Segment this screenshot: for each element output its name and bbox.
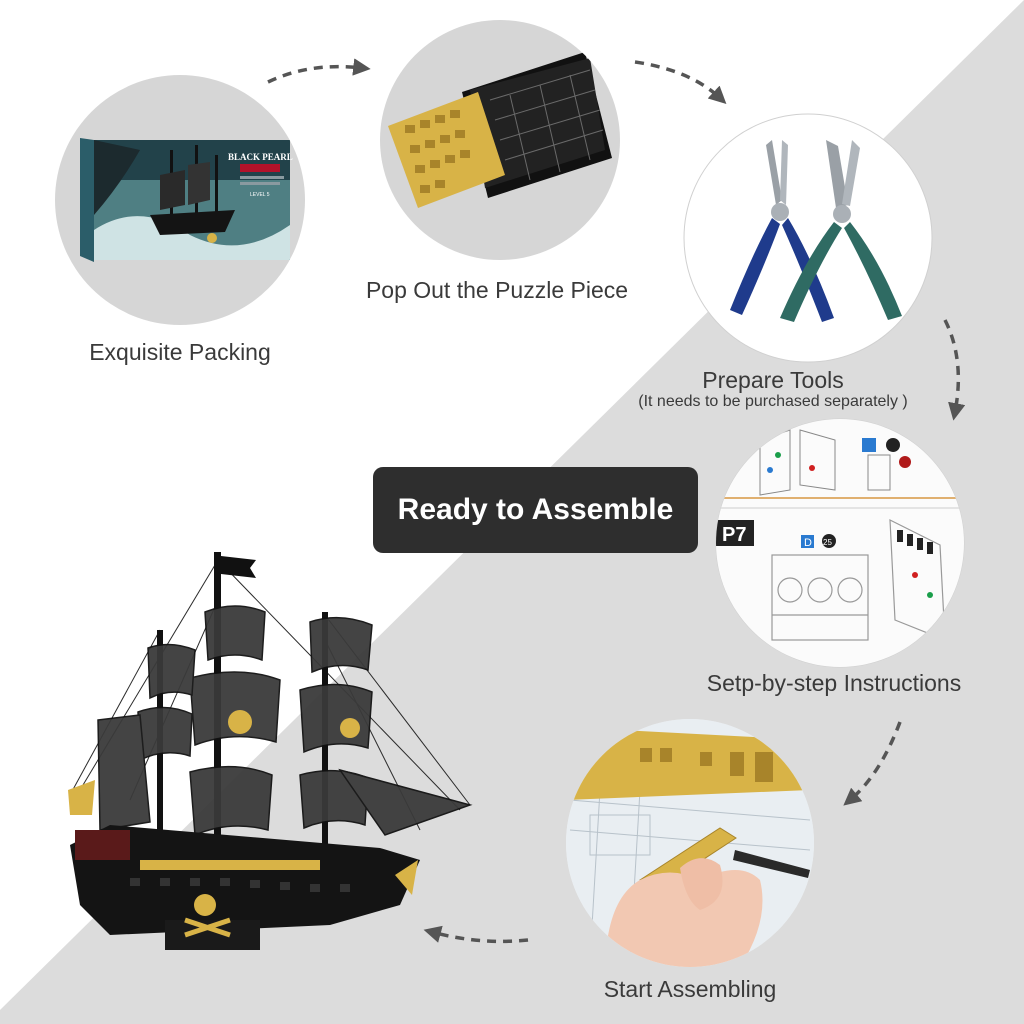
box-title: BLACK PEARL <box>228 152 293 162</box>
ready-to-assemble-badge: Ready to Assemble <box>373 467 698 553</box>
step-4-label: Setp-by-step Instructions <box>707 670 961 696</box>
pliers-icon <box>730 140 902 322</box>
step-2-image-metal-sheets <box>380 20 620 260</box>
instruction-page-number: P7 <box>722 524 746 546</box>
box-level-text: LEVEL 5 <box>250 192 270 198</box>
arrow-step-3-to-4 <box>943 319 966 421</box>
step-3-label: Prepare Tools <box>702 367 844 393</box>
step-2-label: Pop Out the Puzzle Piece <box>366 277 628 303</box>
instruction-part-letter: D <box>804 537 812 549</box>
pirate-flag <box>221 556 256 578</box>
ready-to-assemble-label: Ready to Assemble <box>397 493 674 526</box>
arrow-step-1-to-2 <box>267 58 371 84</box>
step-1-image-packaging: BLACK PEARL LEVEL 5 <box>55 75 305 325</box>
step-5-image-assembling <box>566 719 814 967</box>
step-3-note: (It needs to be purchased separately ) <box>638 393 908 410</box>
hand-fingers <box>605 870 763 967</box>
assembled-ship-model <box>68 552 473 950</box>
instruction-part-number: 25 <box>823 538 832 547</box>
arrow-step-2-to-3 <box>634 60 727 104</box>
arrow-step-4-to-5 <box>843 721 902 806</box>
box-ship-icon <box>150 145 235 243</box>
skull-crossbones-emblem <box>184 894 231 938</box>
ship-hull <box>70 825 420 935</box>
step-1-label: Exquisite Packing <box>89 339 271 365</box>
step-4-image-instructions: P7 D 25 <box>715 418 965 668</box>
step-5-label: Start Assembling <box>604 976 777 1002</box>
arrow-step-5-to-model <box>423 925 529 944</box>
tweezers-icon <box>733 850 810 878</box>
step-3-image-pliers <box>683 113 933 363</box>
